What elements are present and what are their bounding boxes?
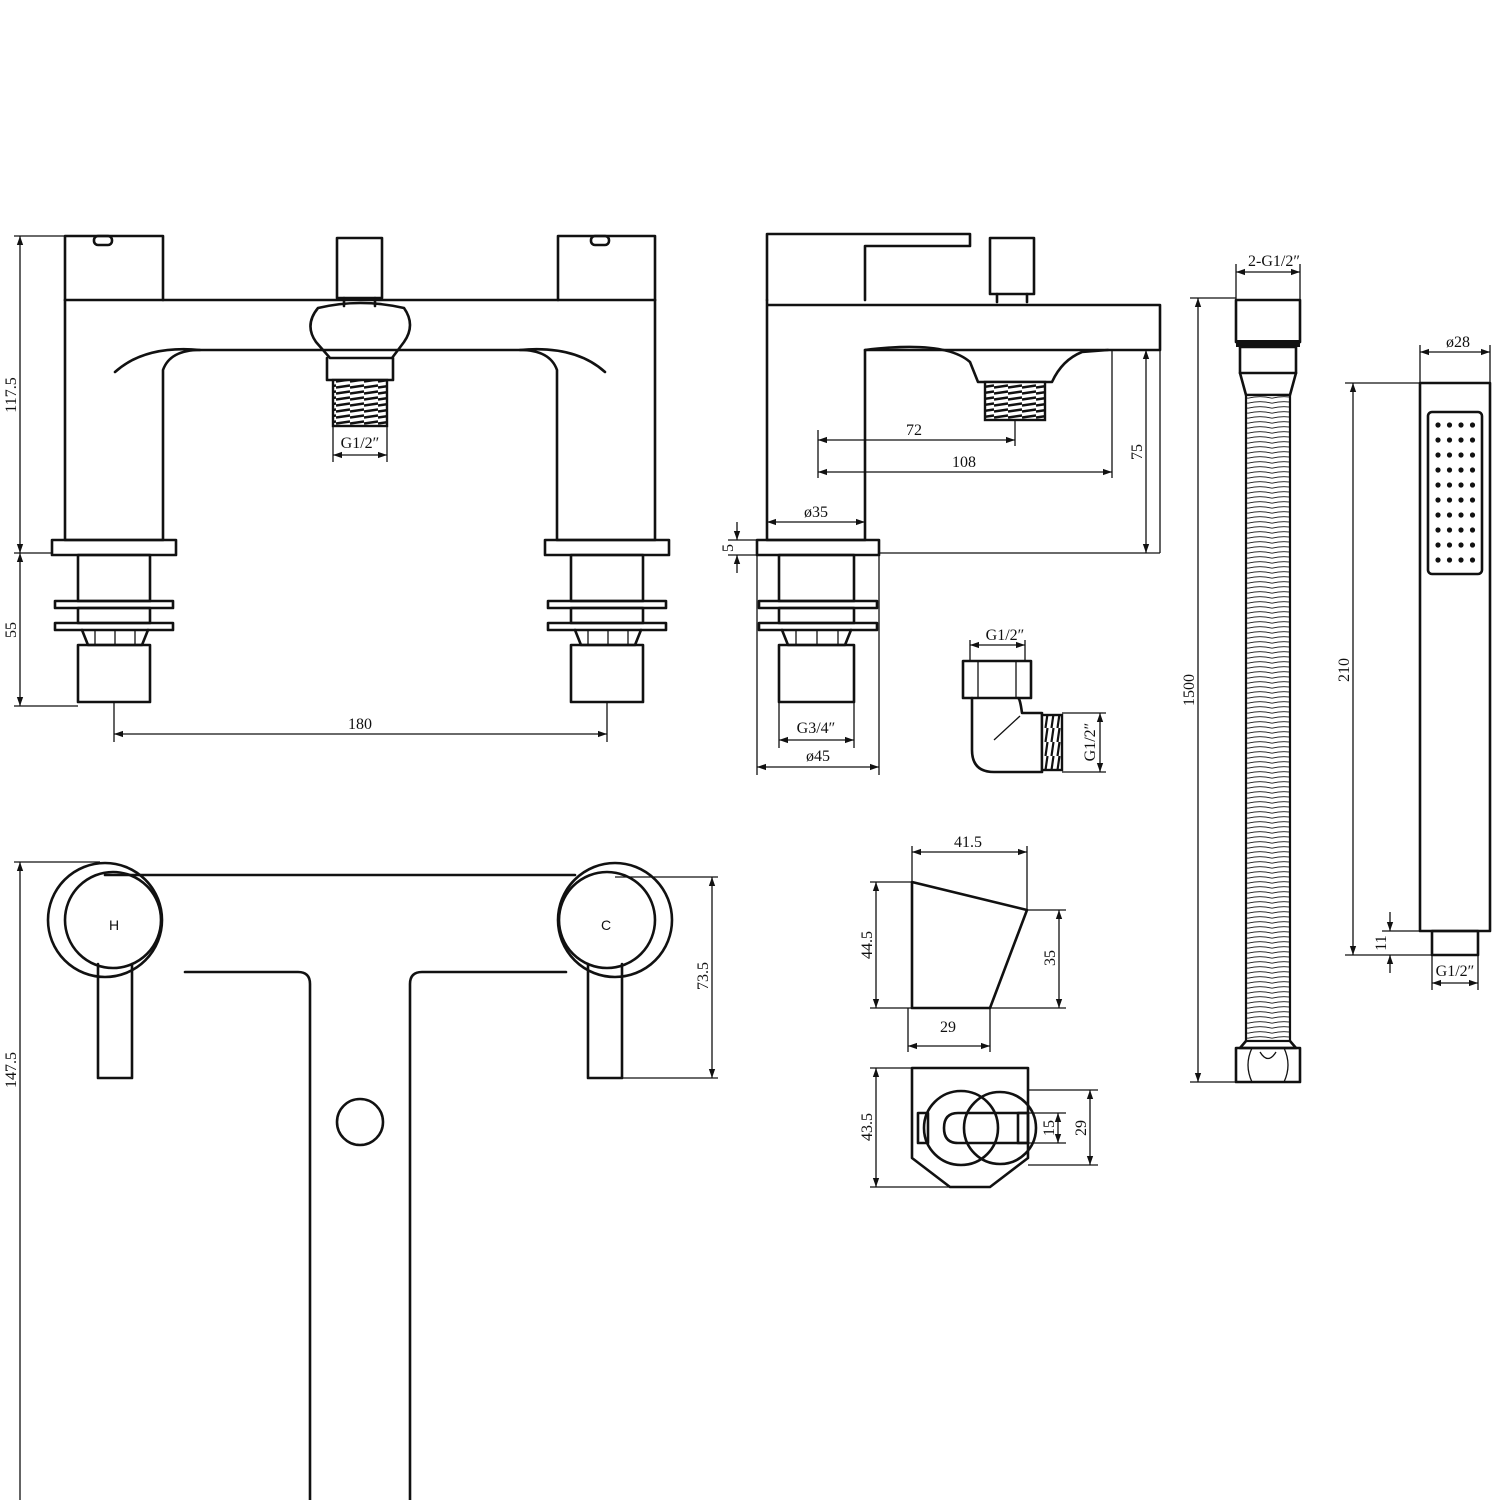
nozzle-dot bbox=[1458, 437, 1464, 443]
holder-front-height-label: 35 bbox=[1042, 950, 1059, 966]
nozzle-dot bbox=[1469, 512, 1476, 518]
side-plate-dia-label: ø45 bbox=[806, 748, 830, 765]
holder-dimensions: 41.5 44.5 35 29 bbox=[859, 834, 1066, 1052]
plan-handle-depth-label: 73.5 bbox=[695, 962, 712, 990]
nozzle-dot bbox=[1469, 467, 1476, 473]
side-outlet-72-label: 72 bbox=[906, 422, 922, 439]
nozzle-dot bbox=[1458, 452, 1464, 458]
side-plate-thickness-label: 5 bbox=[720, 544, 737, 552]
nozzle-dot bbox=[1435, 467, 1441, 473]
holder-height-label: 44.5 bbox=[859, 931, 876, 959]
elbow-dimensions: G1/2″ G1/2″ bbox=[969, 627, 1106, 773]
nozzle-dot bbox=[1469, 452, 1476, 458]
nozzle-dot bbox=[1446, 542, 1453, 548]
nozzle-dot bbox=[1469, 482, 1476, 488]
cold-label: C bbox=[601, 917, 611, 933]
nozzle-dot bbox=[1458, 422, 1464, 428]
nozzle-dot bbox=[1469, 497, 1476, 503]
bracket-front-view bbox=[910, 1066, 1038, 1189]
side-reach-label: 108 bbox=[952, 454, 976, 471]
elbow-top-thread-label: G1/2″ bbox=[986, 627, 1025, 644]
nozzle-dot bbox=[1458, 542, 1464, 548]
nozzle-dot bbox=[1446, 467, 1453, 473]
nozzle-dot bbox=[1458, 557, 1464, 563]
nozzle-dot bbox=[1469, 437, 1476, 443]
plan-depth-label: 147.5 bbox=[3, 1052, 20, 1088]
nozzle-dot bbox=[1458, 527, 1464, 533]
nozzle-dot bbox=[1458, 482, 1464, 488]
front-view bbox=[50, 234, 671, 704]
holder-width-label: 41.5 bbox=[954, 834, 982, 851]
nozzle-dot bbox=[1458, 512, 1464, 518]
holder-side-view bbox=[910, 880, 1029, 1010]
side-dimensions: 72 108 75 ø35 5 G3/4″ ø45 bbox=[720, 305, 1161, 775]
nozzle-dot bbox=[1446, 437, 1453, 443]
side-height-label: 75 bbox=[1129, 444, 1146, 460]
nozzle-dot bbox=[1469, 422, 1476, 428]
nozzle-dot bbox=[1435, 437, 1441, 443]
handset-length-label: 210 bbox=[1336, 658, 1353, 682]
hose-dimensions: 2-G1/2″ 1500 bbox=[1181, 253, 1301, 1083]
nozzle-dot bbox=[1469, 542, 1476, 548]
handset-dimensions: ø28 210 11 G1/2″ bbox=[1336, 334, 1491, 990]
handset-thread-label: G1/2″ bbox=[1436, 963, 1475, 980]
hot-label: H bbox=[109, 917, 119, 933]
nozzle-dot bbox=[1458, 467, 1464, 473]
nozzle-dot bbox=[1435, 422, 1441, 428]
nozzle-dot bbox=[1469, 557, 1476, 563]
nozzle-dot bbox=[1446, 497, 1453, 503]
nozzle-dot bbox=[1446, 482, 1453, 488]
side-body-dia-label: ø35 bbox=[804, 504, 828, 521]
nozzle-dot bbox=[1435, 557, 1441, 563]
plan-view: H C bbox=[46, 861, 674, 1500]
handset-nozzles bbox=[1435, 422, 1476, 563]
nozzle-dot bbox=[1435, 542, 1441, 548]
nozzle-dot bbox=[1469, 527, 1476, 533]
nozzle-dot bbox=[1435, 452, 1441, 458]
shower-hose bbox=[1234, 298, 1302, 1084]
handset-dia-label: ø28 bbox=[1446, 334, 1470, 351]
nozzle-dot bbox=[1435, 497, 1441, 503]
nozzle-dot bbox=[1435, 512, 1441, 518]
nozzle-dot bbox=[1435, 482, 1441, 488]
side-inlet-thread-label: G3/4″ bbox=[797, 720, 836, 737]
holder-depth-label: 29 bbox=[940, 1019, 956, 1036]
side-view bbox=[755, 232, 1162, 704]
bracket-depth-label: 29 bbox=[1073, 1120, 1090, 1136]
nozzle-dot bbox=[1446, 422, 1453, 428]
bracket-height-label: 43.5 bbox=[859, 1113, 876, 1141]
nozzle-dot bbox=[1435, 527, 1441, 533]
bracket-slot-label: 15 bbox=[1041, 1120, 1058, 1136]
hose-ends-label: 2-G1/2″ bbox=[1248, 253, 1300, 270]
elbow-side-thread-label: G1/2″ bbox=[1082, 723, 1099, 762]
front-height-label: 117.5 bbox=[3, 377, 20, 412]
shower-handset bbox=[1418, 381, 1492, 957]
front-base-height-label: 55 bbox=[3, 622, 20, 638]
nozzle-dot bbox=[1446, 512, 1453, 518]
nozzle-dot bbox=[1458, 497, 1464, 503]
elbow-fitting bbox=[961, 659, 1064, 774]
nozzle-dot bbox=[1446, 527, 1453, 533]
bracket-dimensions: 43.5 29 15 bbox=[859, 1067, 1098, 1188]
front-centres-label: 180 bbox=[348, 716, 372, 733]
front-outlet-thread-label: G1/2″ bbox=[341, 435, 380, 452]
nozzle-dot bbox=[1446, 452, 1453, 458]
handset-nipple-label: 11 bbox=[1373, 935, 1390, 950]
hose-length-label: 1500 bbox=[1181, 674, 1198, 706]
plan-dimensions: 147.5 73.5 bbox=[3, 861, 718, 1500]
front-dimensions: 117.5 55 180 G1/2″ bbox=[3, 235, 608, 742]
nozzle-dot bbox=[1446, 557, 1453, 563]
